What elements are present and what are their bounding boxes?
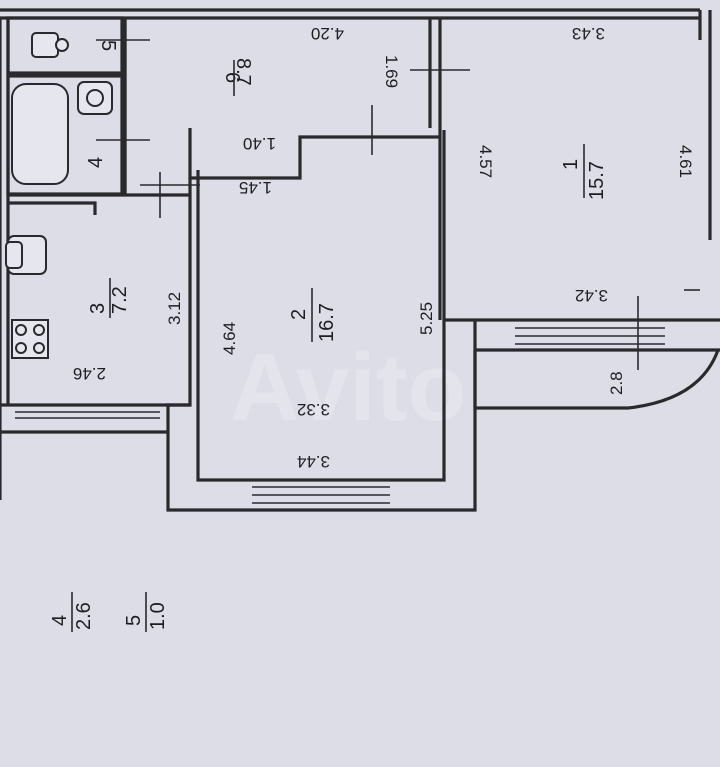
dim-3-12: 3.12	[165, 292, 184, 325]
dim-3-32: 3.32	[297, 400, 330, 419]
dim-4-20: 4.20	[311, 24, 344, 43]
room-4-number: 4	[85, 157, 107, 168]
room-6-number: 6	[221, 72, 243, 83]
room-2-area: 16.7	[316, 303, 338, 342]
dim-3-42: 3.42	[575, 286, 608, 305]
kitchen-sink	[5, 235, 47, 275]
dim-2-46: 2.46	[73, 364, 106, 383]
dim-4-61: 4.61	[676, 145, 695, 178]
room-2-number: 2	[288, 309, 310, 320]
room-3-number: 3	[87, 303, 109, 314]
dim-2-8: 2.8	[607, 371, 626, 395]
legend-room5-area: 1.0	[147, 602, 169, 630]
toilet	[31, 32, 69, 58]
dim-4-57: 4.57	[476, 145, 495, 178]
room-5-number: 5	[97, 40, 119, 51]
dim-1-69: 1.69	[382, 55, 401, 88]
legend-room4-area: 2.6	[73, 602, 95, 630]
dim-3-44: 3.44	[297, 452, 330, 471]
dim-4-64: 4.64	[220, 322, 239, 355]
dimension-labels: 4.20 3.43 1.69 1.40 1.45 4.57 4.61 5.25 …	[73, 24, 695, 471]
dim-3-43: 3.43	[572, 24, 605, 43]
room-6-area: 8.7	[232, 58, 254, 86]
bathtub	[11, 83, 69, 185]
walls	[0, 8, 720, 512]
room-labels: 6 8.7 1 15.7 2 16.7 3 7.2 4 5	[85, 40, 608, 342]
room-1-number: 1	[560, 159, 582, 170]
legend-room5-number: 5	[123, 615, 145, 626]
dimension-ticks	[96, 39, 700, 370]
watermark: Avito	[230, 334, 466, 441]
dim-5-25: 5.25	[417, 302, 436, 335]
sink	[77, 81, 113, 115]
legend-room4-number: 4	[49, 615, 71, 626]
area-legend: 4 2.6 5 1.0	[49, 592, 169, 632]
room-1-area: 15.7	[586, 161, 608, 200]
dim-1-40: 1.40	[243, 134, 276, 153]
stove	[11, 319, 49, 359]
room-3-area: 7.2	[109, 286, 131, 314]
dim-1-45: 1.45	[239, 178, 272, 197]
